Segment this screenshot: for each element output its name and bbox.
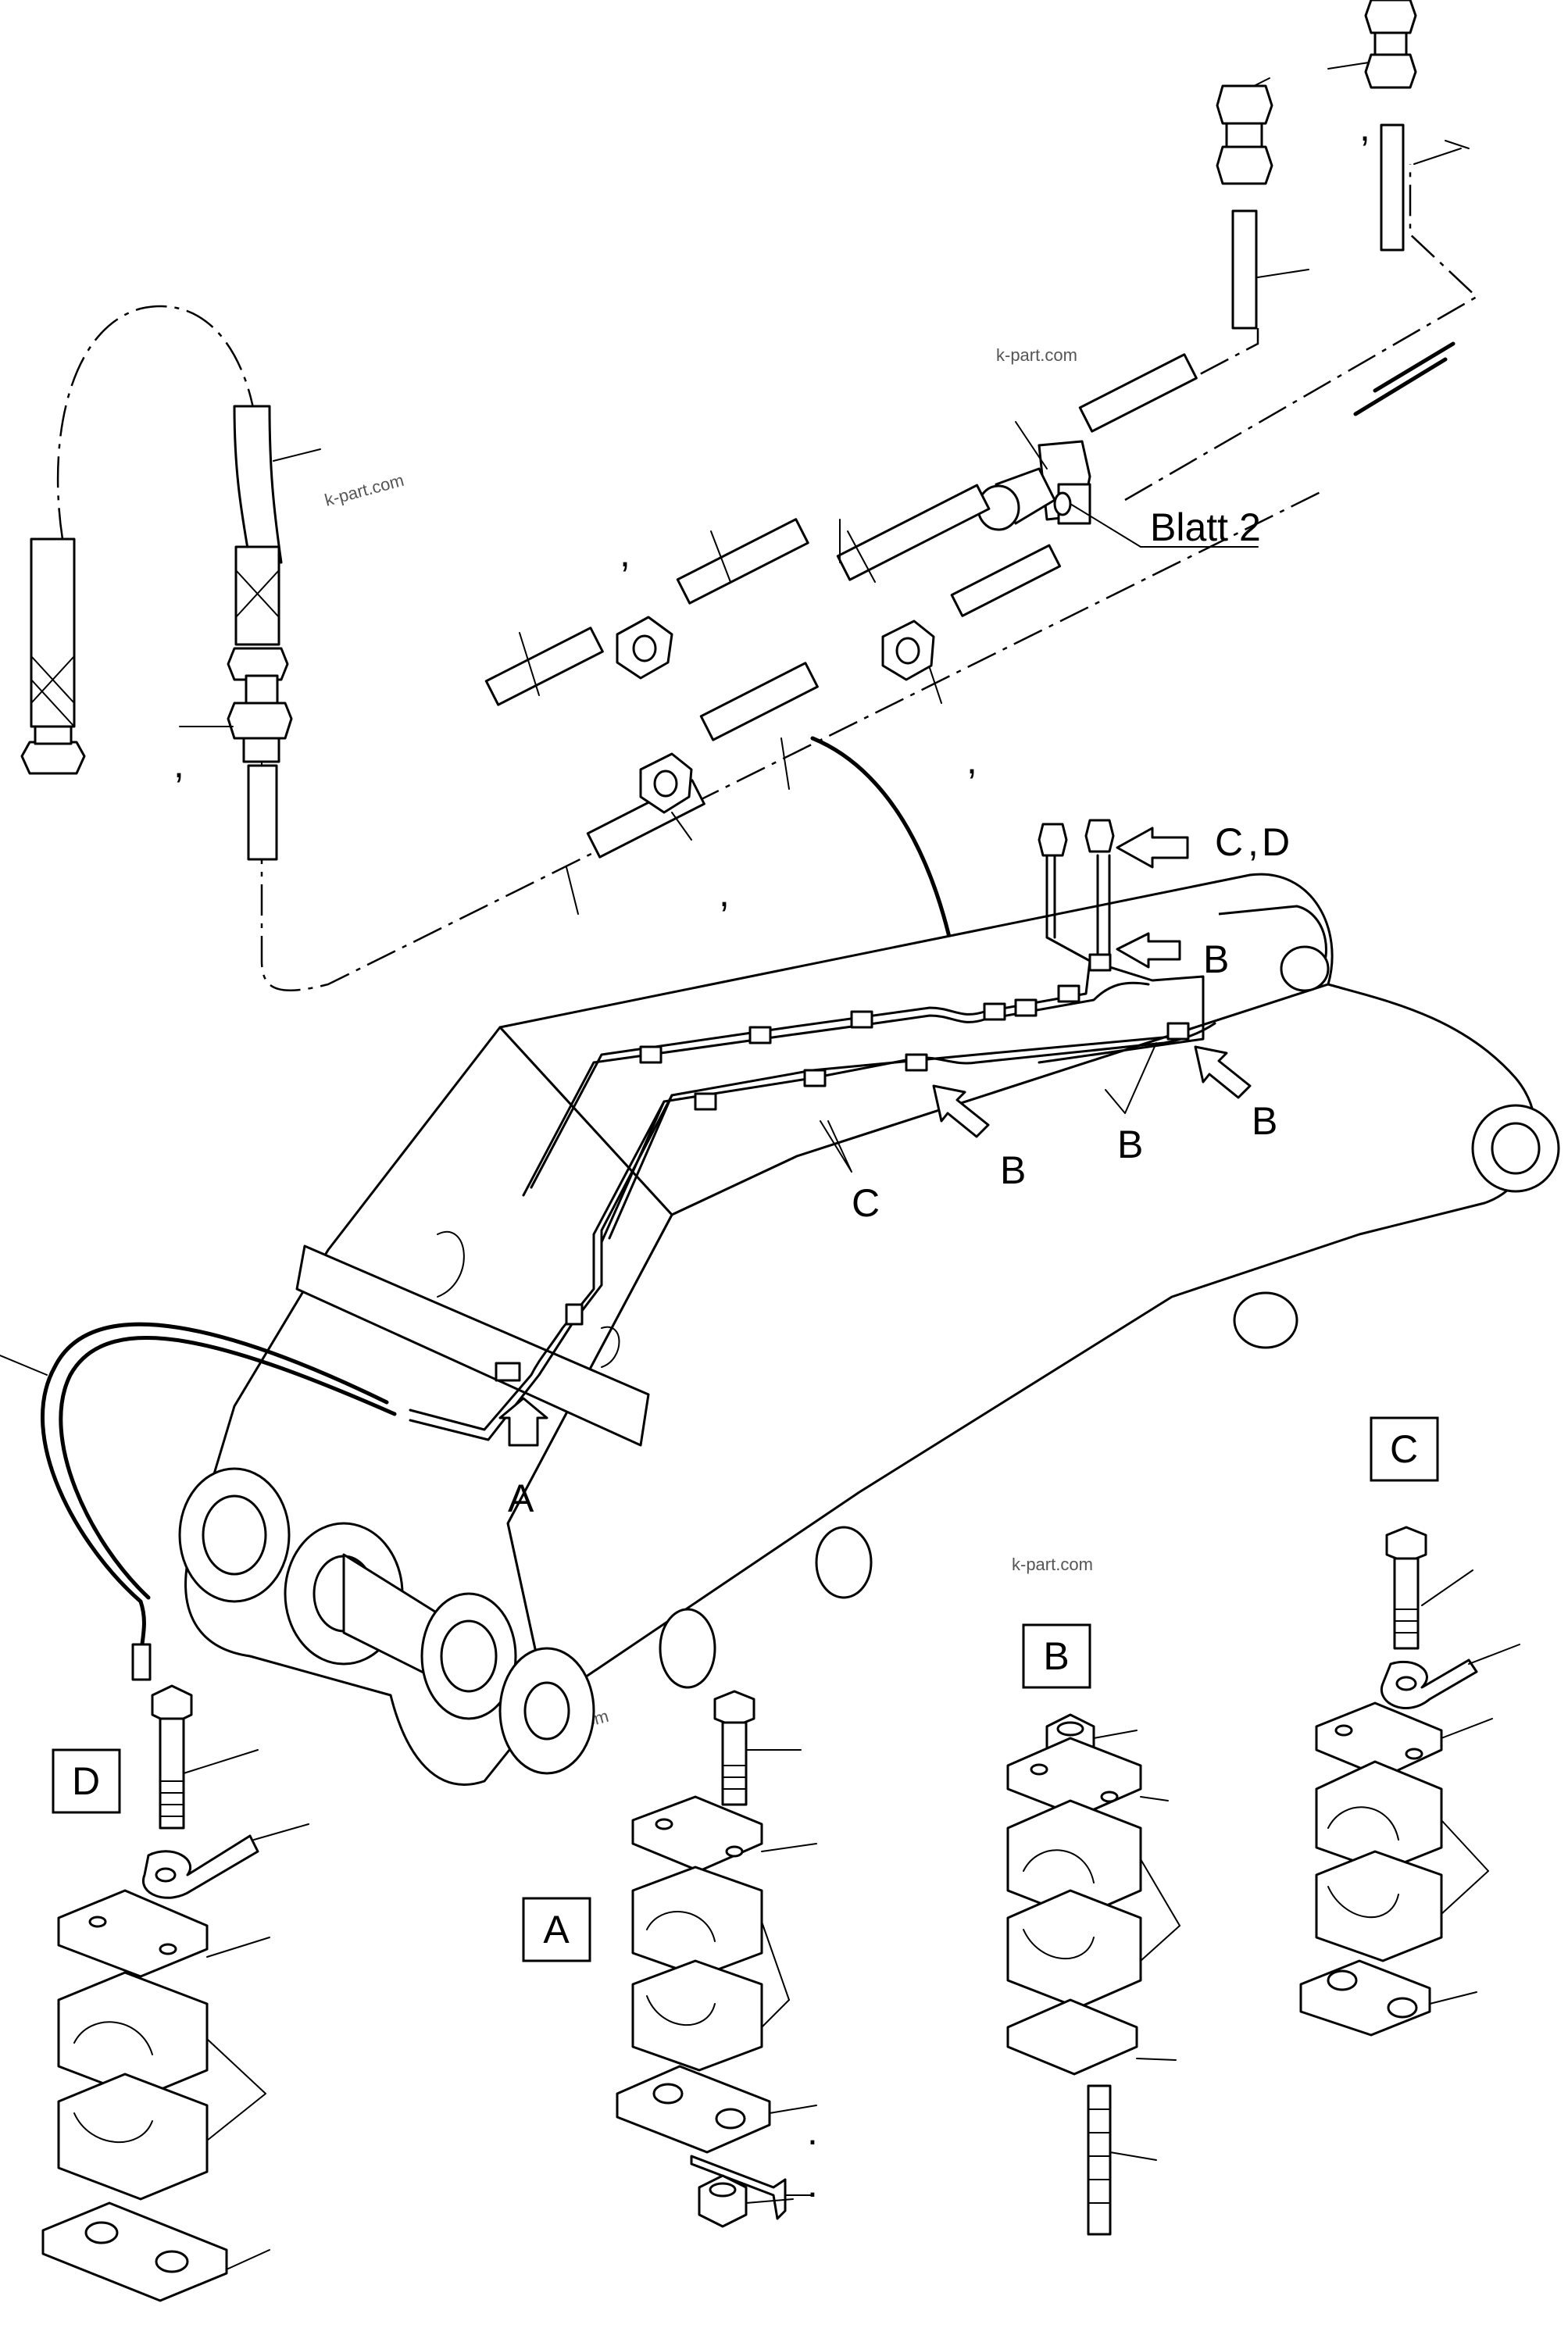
detail-box-c: C [1370, 1416, 1439, 1482]
boom-side-face [506, 983, 1537, 1705]
tee-fitting [977, 440, 1091, 531]
routing-line-left [56, 305, 259, 540]
arrow-b4 [932, 1084, 990, 1138]
bolt-head [151, 1684, 193, 1726]
cable-lug [1380, 1659, 1478, 1709]
callout-arrows [498, 827, 1252, 1447]
sheet-reference-label: Blatt 2 [1150, 505, 1261, 549]
dot-mark: . [807, 2109, 818, 2153]
label-d-cd: D [1262, 820, 1290, 864]
tube-segments [484, 341, 1455, 859]
comma-mark: , [966, 738, 977, 782]
clamp-half-upper [631, 1866, 763, 1978]
bolt-head [713, 1690, 755, 1728]
label-b-upper: B [1203, 937, 1229, 981]
comma-mark: , [173, 742, 184, 786]
boom-arm [178, 873, 1560, 1786]
straight-connector-right [1216, 84, 1273, 330]
svg-text:A: A [543, 1908, 570, 1951]
clamp-half-upper [1315, 1760, 1443, 1873]
straight-connector-right-top [1364, 0, 1417, 252]
union-nuts [616, 616, 935, 814]
clamp-half-lower [1315, 1850, 1443, 1962]
routing-line-lower [260, 491, 1321, 992]
label-comma-cd: , [1248, 820, 1259, 864]
comma-mark: , [1359, 105, 1370, 149]
main-hose [41, 1322, 389, 1666]
hydraulic-hose-upper [20, 405, 289, 775]
svg-text:C: C [1390, 1427, 1418, 1471]
weld-plate [41, 2201, 228, 2302]
svg-text:D: D [72, 1759, 100, 1803]
label-b-right: B [1252, 1099, 1277, 1143]
leader-line-hose [0, 1355, 48, 1376]
stud-bolt [1087, 2084, 1112, 2236]
comma-mark: , [719, 871, 730, 915]
clamp-half-upper [1006, 1799, 1142, 1919]
bolt-head [1385, 1526, 1427, 1564]
routing-line-right [1124, 164, 1479, 502]
clamp-half-lower [57, 2073, 209, 2201]
bolt-shank [159, 1717, 185, 1830]
mounting-plate [295, 1244, 650, 1447]
clamp-kit-d [41, 1684, 309, 2302]
leader-lines [179, 62, 1470, 915]
cover-plate [631, 1795, 763, 1873]
label-c-cd: C [1215, 820, 1243, 864]
clamp-kit-c [1299, 1526, 1520, 2037]
upper-pipe-assembly [20, 0, 1479, 1002]
detail-box-a: A [522, 1897, 591, 1962]
watermark: k-part.com [323, 470, 406, 510]
label-b-left: B [1000, 1148, 1026, 1192]
detail-box-b: B [1022, 1623, 1091, 1689]
detail-box-d: D [52, 1748, 121, 1814]
angle-bracket [690, 2155, 787, 2220]
arrow-cd [1116, 827, 1189, 869]
svg-text:B: B [1043, 1634, 1069, 1678]
boom-pipe-routing [41, 819, 1216, 1681]
watermark: k-part.com [1012, 1555, 1093, 1574]
arrow-b3 [1194, 1045, 1252, 1099]
weld-plate [1299, 1959, 1431, 2037]
label-c-boom: C [852, 1181, 880, 1225]
clamp-kit-a [616, 1690, 817, 2228]
label-a-boom: A [508, 1476, 534, 1520]
cable-lug [141, 1834, 259, 1899]
comma-mark: , [620, 531, 630, 575]
cover-plate [57, 1889, 209, 1978]
clamp-kit-b [1006, 1713, 1180, 2236]
weld-plate [616, 2065, 771, 2154]
arrow-a [498, 1397, 548, 1447]
bolt-shank [721, 1721, 748, 1806]
clamp-half-lower [1006, 1889, 1142, 2009]
watermark: k-part.com [996, 345, 1077, 365]
dot-mark: . [807, 2162, 818, 2205]
bolt-shank [1393, 1557, 1420, 1650]
clamp-half-lower [631, 1959, 763, 2072]
arrow-b1 [1116, 932, 1181, 969]
hose-fitting [227, 674, 293, 861]
label-b-mid: B [1117, 1123, 1143, 1166]
cover-plate-lower [1006, 1998, 1138, 2076]
clamp-half-upper [57, 1971, 209, 2099]
